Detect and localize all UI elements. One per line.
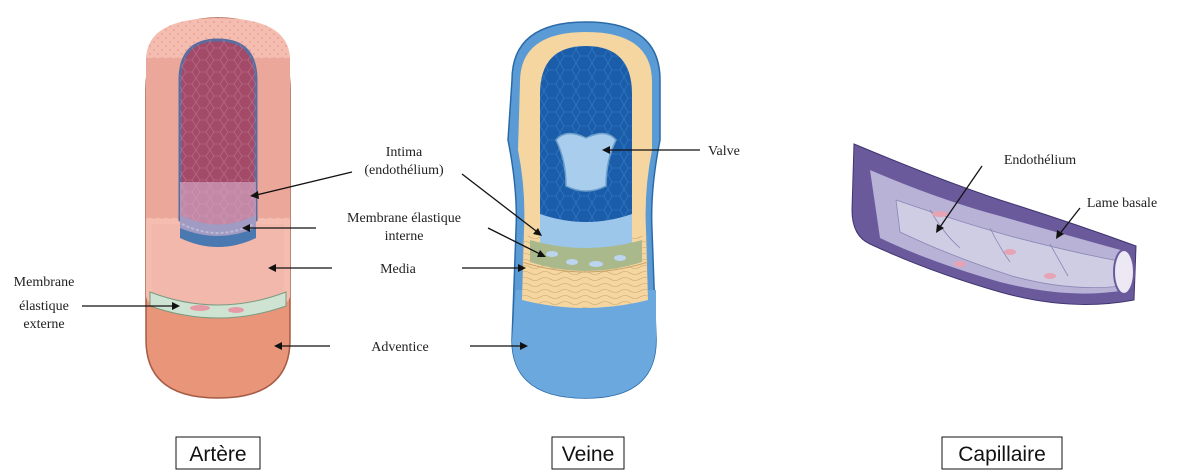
vein-illustration (508, 22, 660, 398)
label-membrane-externe-3: externe (23, 317, 64, 332)
label-membrane-interne: Membrane élastique (347, 211, 461, 226)
label-intima: Intima (386, 145, 423, 160)
artery-illustration (146, 18, 290, 398)
label-valve: Valve (708, 144, 740, 159)
capillary-illustration (852, 144, 1136, 305)
label-membrane-externe: Membrane (14, 275, 75, 290)
label-membrane-externe-2: élastique (19, 299, 69, 314)
caption-veine-text: Veine (562, 443, 615, 466)
caption-artere: Artère (176, 437, 260, 469)
label-lame-basale: Lame basale (1087, 196, 1157, 211)
label-media: Media (380, 262, 417, 277)
caption-artere-text: Artère (189, 443, 246, 466)
label-endothelium: Endothélium (1004, 153, 1076, 168)
caption-capillaire-text: Capillaire (958, 443, 1046, 466)
label-membrane-interne-sub: interne (385, 229, 424, 244)
label-intima-sub: (endothélium) (364, 163, 444, 178)
caption-veine: Veine (552, 437, 624, 469)
caption-capillaire: Capillaire (942, 437, 1062, 469)
label-adventice: Adventice (371, 340, 429, 355)
